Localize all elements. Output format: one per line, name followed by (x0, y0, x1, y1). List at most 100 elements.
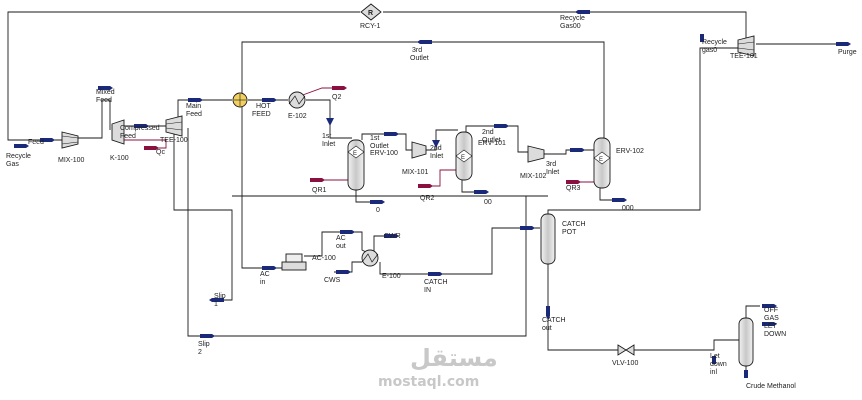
label-slip2-1: Slip (198, 341, 210, 348)
label-crude-methanol: Crude Methanol (746, 383, 796, 390)
arrow-ac-in (262, 266, 277, 270)
label-recycle-gas-2: Gas (6, 161, 19, 168)
arrow-third-inlet (570, 148, 585, 152)
label-hot-feed-2: FEED (252, 111, 271, 118)
k100-compressor[interactable] (111, 119, 125, 145)
label-feed: Feed (28, 139, 44, 146)
label-mixed-feed-2: Feed (96, 97, 112, 104)
label-qr1: QR1 (312, 187, 327, 194)
label-catch-pot-2: POT (562, 229, 577, 236)
label-recycle-gas-1: Recycle (6, 153, 31, 160)
watermark-arabic: مستقل (410, 344, 498, 372)
arrow-catch-out (546, 306, 550, 320)
line-off-gas (745, 305, 760, 320)
arrow-first-outlet (384, 132, 399, 136)
svg-text:E: E (599, 157, 603, 163)
mix102-mixer[interactable] (527, 145, 545, 163)
arrow-off-gas (762, 304, 777, 308)
arrow-qr2 (418, 184, 433, 188)
unit-labels: RCY-1 MIX-100 K-100 TEE-100 E-102 ERV-10… (58, 23, 758, 367)
label-catch-out-2: out (542, 325, 552, 332)
arrow-cws (336, 270, 351, 274)
erv100-reactor[interactable]: E (347, 139, 365, 191)
stream-labels: Recycle Gas Feed Mixed Feed Compressed F… (6, 15, 857, 390)
label-catch-pot-1: CATCH (562, 221, 586, 228)
label-slip1-2: 1 (214, 301, 218, 308)
line-third-inlet (544, 149, 594, 155)
stream-lines (7, 11, 850, 374)
label-ac-in-1: AC (260, 271, 270, 278)
erv101-reactor[interactable]: E (455, 131, 473, 181)
label-first-outlet-1: 1st (370, 135, 379, 142)
label-slip2-2: 2 (198, 349, 202, 356)
label-qr2: QR2 (420, 195, 435, 202)
arrow-recycle-gas (14, 144, 29, 148)
line-qc (124, 139, 167, 149)
line-mixed-feed (78, 99, 111, 139)
arrow-qc (144, 146, 159, 150)
label-let-down-1: Let (710, 353, 720, 360)
label-main-feed-2: Feed (186, 111, 202, 118)
e100-cooler[interactable] (361, 249, 379, 267)
line-catch-out (547, 264, 618, 351)
line-catch-in (379, 227, 540, 275)
label-second-outlet-1: 2nd (482, 129, 494, 136)
svg-text:E: E (461, 155, 465, 161)
ac100-air-cooler[interactable] (281, 253, 307, 271)
label-zero-zero: 00 (484, 199, 492, 206)
label-zero-zero-zero: 000 (622, 205, 634, 212)
arrow-q2 (332, 86, 347, 90)
arrow-main-feed (188, 98, 203, 102)
label-off-gas-3: LET (764, 323, 778, 330)
label-second-inlet-1: 2nd (430, 145, 442, 152)
label-third-inlet-1: 3rd (546, 161, 556, 168)
label-mix102: MIX-102 (520, 173, 547, 180)
mix100-mixer[interactable] (61, 131, 79, 149)
line-slip2 (187, 128, 548, 337)
label-qr3: QR3 (566, 185, 581, 192)
label-recycle-gas0-2: gas0 (702, 47, 717, 54)
arrow-first-inlet (326, 118, 334, 126)
arrow-zero (370, 200, 385, 204)
label-first-inlet-2: Inlet (322, 141, 335, 148)
label-ac-out-2: out (336, 243, 346, 250)
label-ac100: AC-100 (312, 255, 336, 262)
e102-heater[interactable] (288, 91, 306, 109)
main-feed-mixer[interactable] (232, 92, 248, 108)
label-recycle-gas00-2: Gas00 (560, 23, 581, 30)
tee101-splitter[interactable] (737, 35, 755, 57)
label-erv101: ERV-101 (478, 140, 506, 147)
label-q2: Q2 (332, 94, 341, 101)
line-second-outlet (465, 125, 528, 153)
label-zero: 0 (376, 207, 380, 214)
catch-pot-separator[interactable] (540, 213, 556, 265)
label-cws: CWS (324, 277, 341, 284)
label-second-inlet-2: Inlet (430, 153, 443, 160)
let-down-separator[interactable] (738, 317, 754, 367)
arrow-slip1 (209, 298, 224, 302)
erv102-reactor[interactable]: E (593, 137, 611, 189)
label-ac-in-2: in (260, 279, 266, 286)
watermark-latin: mostaql.com (378, 374, 479, 390)
label-mix101: MIX-101 (402, 169, 429, 176)
rcy1-recycle-block[interactable]: R (360, 3, 382, 21)
label-first-inlet-1: 1st (322, 133, 331, 140)
svg-text:R: R (368, 10, 373, 17)
label-first-outlet-2: Outlet (370, 143, 389, 150)
arrow-feed (40, 138, 55, 142)
arrow-third-outlet (417, 40, 432, 44)
arrow-second-inlet (432, 140, 440, 148)
tee100-splitter[interactable] (165, 115, 183, 137)
label-catch-out-1: CATCH (542, 317, 566, 324)
line-q2 (299, 87, 336, 97)
arrow-recycle-gas00 (575, 10, 590, 14)
mix101-mixer[interactable] (411, 141, 427, 159)
label-recycle-gas0-1: Recycle (702, 39, 727, 46)
arrow-compressed-feed (134, 124, 149, 128)
vlv100-valve[interactable] (617, 344, 635, 356)
arrow-zero-zero-zero (612, 198, 627, 202)
label-tee100: TEE-100 (160, 137, 188, 144)
arrow-crude-methanol (744, 370, 748, 378)
arrow-second-outlet (494, 124, 509, 128)
label-tee101: TEE-101 (730, 53, 758, 60)
